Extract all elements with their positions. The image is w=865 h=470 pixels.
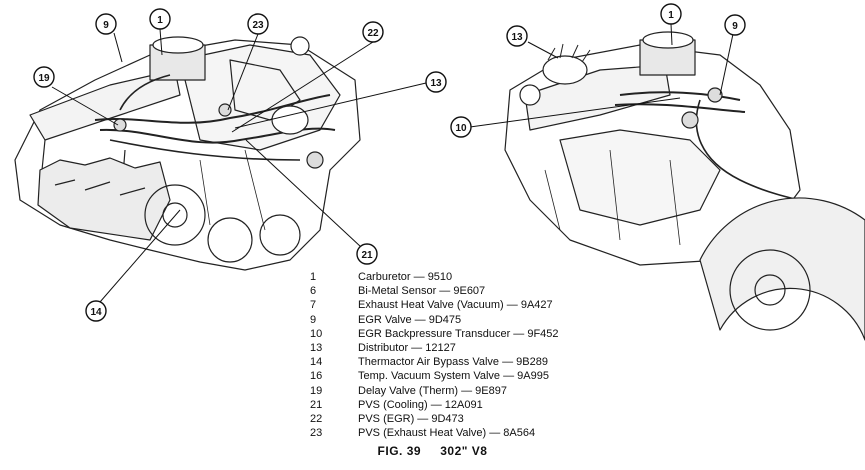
legend-number: 23 [310,427,323,440]
legend-number: 10 [310,327,323,340]
right-engine-illustration [504,31,865,341]
legend-number: 21 [310,398,323,411]
figure-number: FIG. 39 [377,444,422,458]
callout-right-13: 13 [506,25,528,47]
callout-label: 14 [90,307,102,318]
legend-description: PVS (Cooling) — 12A091 [358,398,483,411]
callout-label: 10 [455,123,467,134]
callouts-right: 13 1 9 10 [450,3,746,138]
legend-number: 1 [310,271,317,283]
figure-title: 302" V8 [440,444,488,458]
legend-number: 6 [310,285,317,298]
legend-number: 7 [310,299,317,312]
legend-description: PVS (Exhaust Heat Valve) — 8A564 [358,427,536,440]
left-engine-illustration [14,36,361,271]
callout-label: 22 [367,28,379,39]
legend-description: Exhaust Heat Valve (Vacuum) — 9A427 [358,299,553,312]
legend-description: Delay Valve (Therm) — 9E897 [358,384,507,397]
legend-number: 13 [310,342,323,355]
legend-number: 14 [310,356,323,369]
callout-label: 19 [38,73,50,84]
callout-left-14: 14 [85,300,107,322]
callout-left-23: 23 [247,13,269,35]
callout-label: 23 [252,20,264,31]
legend-description: Temp. Vacuum System Valve — 9A995 [358,370,549,383]
figure-caption: FIG. 39 302" V8 [0,444,865,458]
legend-row: 22 PVS (EGR) — 9D473 [310,412,670,426]
legend-description: Bi-Metal Sensor — 9E607 [358,285,486,298]
callout-right-9: 9 [724,14,746,36]
callout-right-1: 1 [660,3,682,25]
legend-row: 1 Carburetor — 9510 [310,270,670,284]
legend-number: 9 [310,313,317,326]
legend-row: 10 EGR Backpressure Transducer — 9F452 [310,327,670,341]
legend-description: EGR Valve — 9D475 [358,313,462,326]
callout-label: 13 [430,78,442,89]
parts-legend: 1 Carburetor — 9510 6 Bi-Metal Sensor — 9E… [310,270,670,440]
callout-left-1: 1 [149,8,171,30]
legend-row: 13 Distributor — 12127 [310,341,670,355]
legend-row: 23 PVS (Exhaust Heat Valve) — 8A564 [310,426,670,440]
legend-row: 19 Delay Valve (Therm) — 9E897 [310,384,670,398]
callout-left-19: 19 [33,66,55,88]
legend-number: 22 [310,413,323,426]
callout-right-10: 10 [450,116,472,138]
callout-left-22: 22 [362,21,384,43]
left-leader-lines [51,28,427,303]
legend-row: 6 Bi-Metal Sensor — 9E607 [310,284,670,298]
callout-left-21: 21 [356,243,378,265]
legend-description: Thermactor Air Bypass Valve — 9B289 [358,356,548,369]
legend-number: 19 [310,384,323,397]
legend-description: Distributor — 12127 [358,342,456,355]
legend-number: 16 [310,370,323,383]
callout-left-9: 9 [95,13,117,35]
legend-row: 21 PVS (Cooling) — 12A091 [310,398,670,412]
callout-label: 1 [157,15,163,26]
right-leader-lines [469,23,734,128]
callout-label: 13 [511,32,523,43]
legend-description: Carburetor — 9510 [358,271,453,283]
callout-label: 1 [668,10,674,21]
legend-row: 16 Temp. Vacuum System Valve — 9A995 [310,369,670,383]
legend-row: 7 Exhaust Heat Valve (Vacuum) — 9A427 [310,298,670,312]
callout-label: 9 [103,20,109,31]
legend-description: EGR Backpressure Transducer — 9F452 [358,327,559,340]
legend-description: PVS (EGR) — 9D473 [358,413,464,426]
callout-left-13: 13 [425,71,447,93]
legend-row: 14 Thermactor Air Bypass Valve — 9B289 [310,355,670,369]
callout-label: 9 [732,21,738,32]
callout-label: 21 [361,250,373,261]
callouts-left: 9 1 23 22 19 13 21 14 [33,8,447,322]
legend-row: 9 EGR Valve — 9D475 [310,313,670,327]
